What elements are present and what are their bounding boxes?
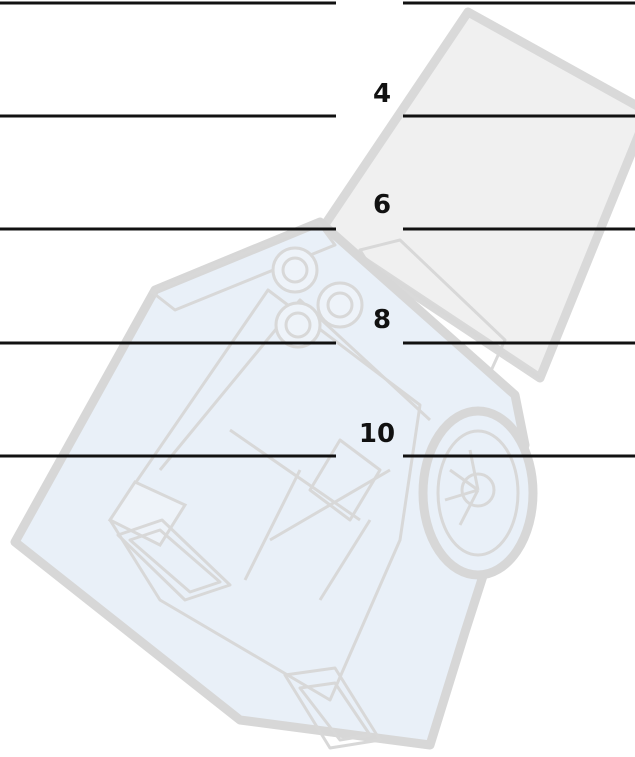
row-label-6: 6: [373, 190, 391, 220]
row-label-4: 4: [373, 79, 391, 109]
row-label-10: 10: [359, 419, 395, 449]
antenna-dish: [423, 411, 533, 575]
thruster-1: [273, 248, 317, 292]
thruster-3: [276, 303, 320, 347]
thruster-2: [318, 283, 362, 327]
row-label-8: 8: [373, 305, 391, 335]
satellite-watermark: [15, 12, 635, 748]
